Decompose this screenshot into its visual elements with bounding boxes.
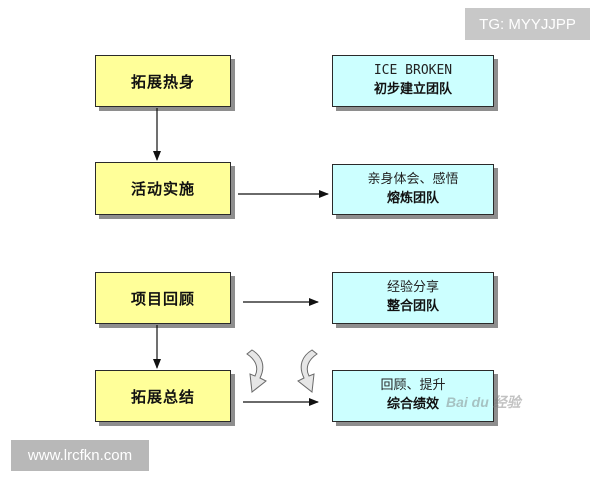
step-box-activity: 活动实施 (95, 162, 231, 215)
step-label: 拓展热身 (130, 72, 195, 91)
tg-badge: TG: MYYJJPP (465, 8, 590, 40)
outcome-box-ice-broken: ICE BROKEN 初步建立团队 (332, 55, 494, 107)
curved-arrow-left-icon (246, 349, 267, 393)
step-label: 拓展总结 (130, 387, 195, 406)
outcome-subtitle: 经验分享 (386, 280, 439, 295)
outcome-box-experience: 亲身体会、感悟 熔炼团队 (332, 164, 494, 215)
outcome-subtitle: 回顾、提升 (380, 378, 446, 393)
curved-arrow-right-icon (297, 349, 318, 393)
outcome-subtitle: 亲身体会、感悟 (367, 171, 459, 187)
outcome-title: 综合绩效 (386, 397, 439, 412)
watermark: Bai du 经验 (446, 394, 521, 410)
outcome-title: 整合团队 (386, 299, 439, 314)
outcome-box-sharing: 经验分享 整合团队 (332, 272, 494, 324)
step-box-warmup: 拓展热身 (95, 55, 231, 107)
outcome-subtitle: ICE BROKEN (373, 63, 453, 78)
outcome-title: 熔炼团队 (386, 190, 439, 206)
outcome-box-performance: 回顾、提升 综合绩效 (332, 370, 494, 422)
step-label: 项目回顾 (130, 289, 195, 308)
step-label: 活动实施 (130, 180, 195, 198)
step-box-summary: 拓展总结 (95, 370, 231, 422)
outcome-title: 初步建立团队 (373, 82, 452, 97)
step-box-review: 项目回顾 (95, 272, 231, 324)
site-badge: www.lrcfkn.com (11, 440, 149, 471)
